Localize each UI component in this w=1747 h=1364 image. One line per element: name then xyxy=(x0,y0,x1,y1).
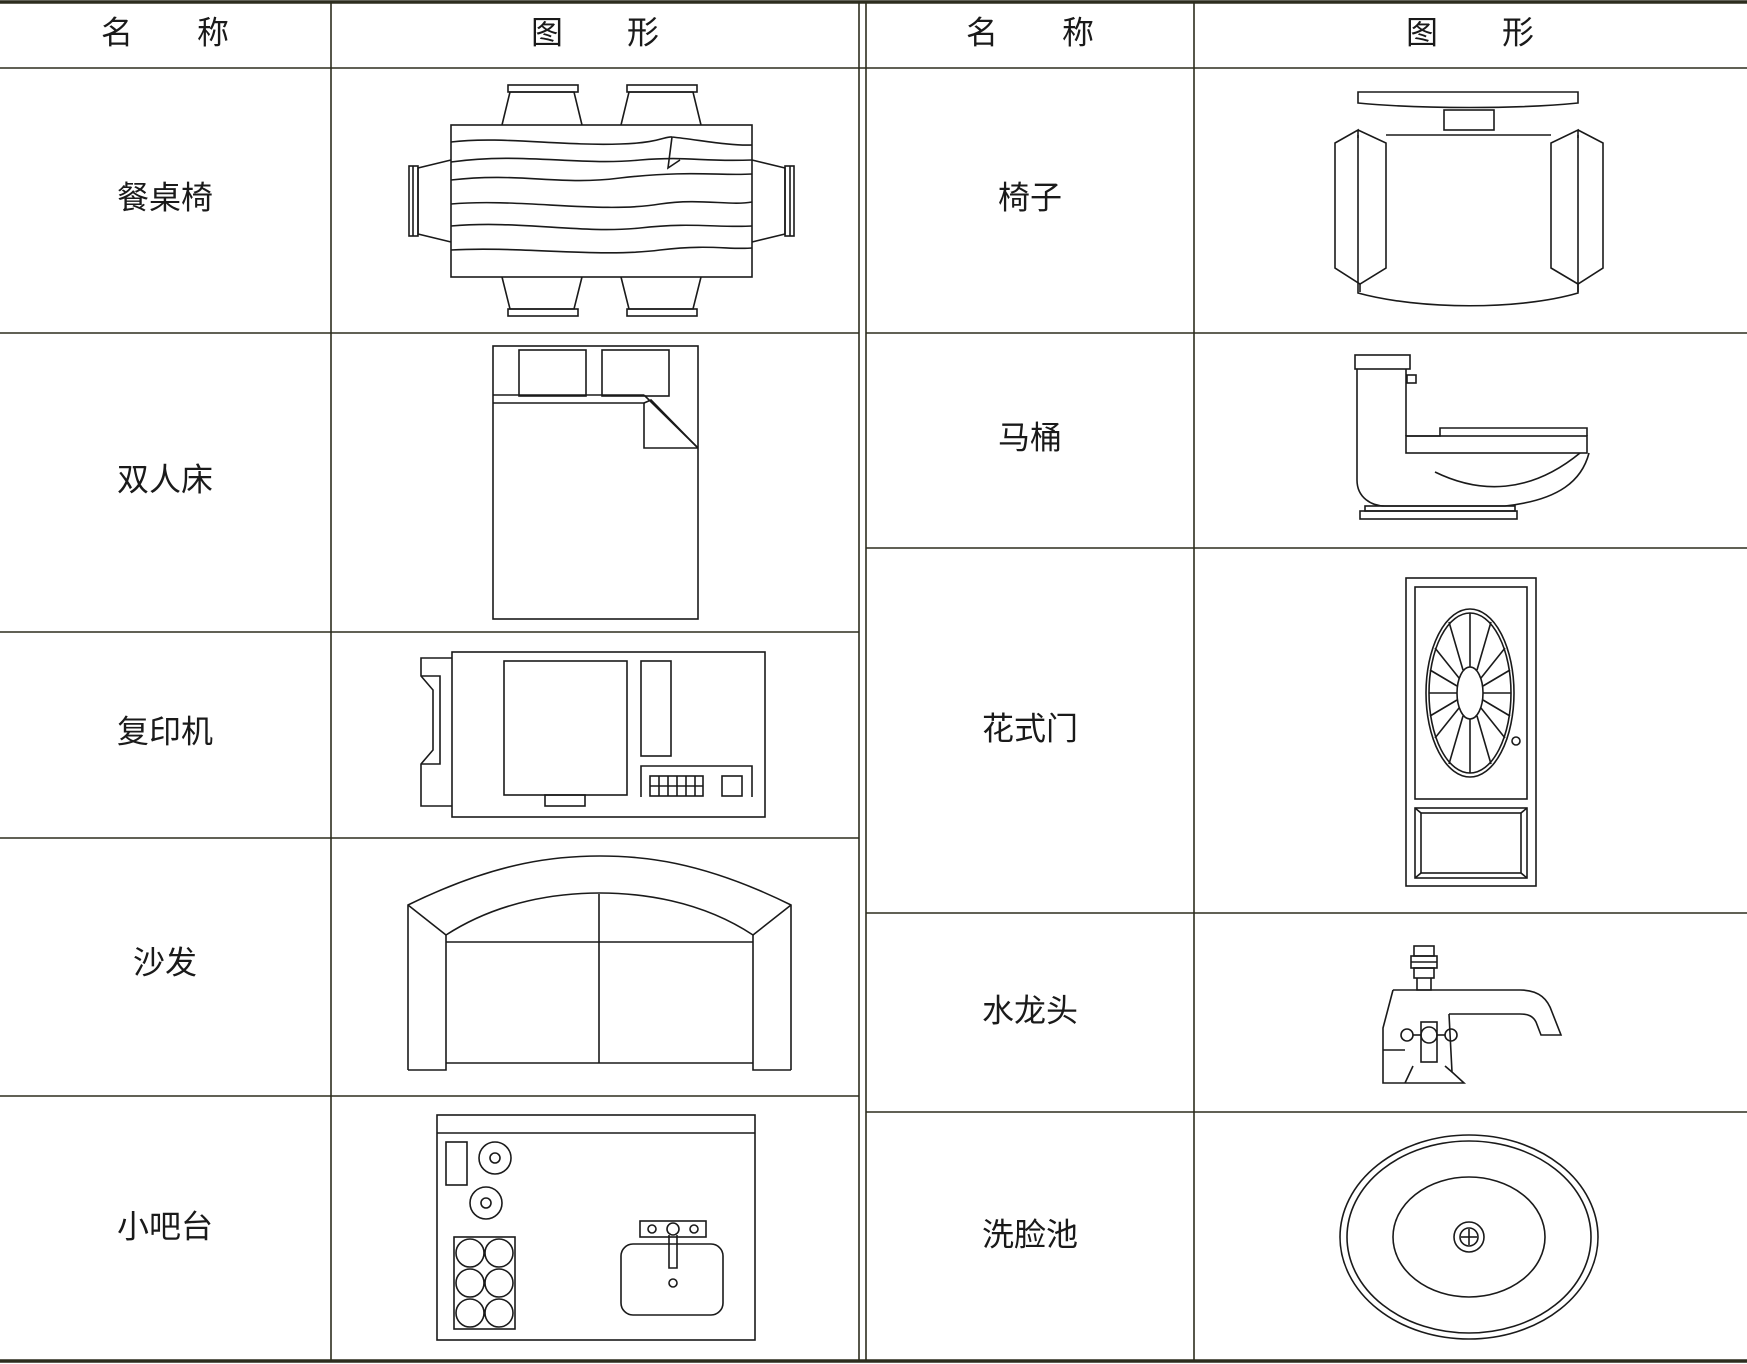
row-name: 沙发 xyxy=(133,944,197,982)
header-figure-right: 图 形 xyxy=(1406,14,1534,52)
faucet-icon xyxy=(1382,945,1563,1084)
row-name: 小吧台 xyxy=(117,1208,213,1246)
row-name: 洗脸池 xyxy=(982,1216,1078,1254)
header-figure-left: 图 形 xyxy=(531,14,659,52)
row-name: 马桶 xyxy=(998,419,1062,457)
dining-table-chairs-icon xyxy=(408,84,795,317)
row-name: 水龙头 xyxy=(982,992,1078,1030)
sofa-icon xyxy=(407,855,792,1071)
copier-icon xyxy=(420,651,766,818)
row-name: 双人床 xyxy=(117,461,213,499)
chair-icon xyxy=(1334,91,1604,307)
washbasin-icon xyxy=(1339,1134,1599,1340)
mini-bar-icon xyxy=(436,1114,756,1341)
row-name: 复印机 xyxy=(117,713,213,751)
header-name-right: 名 称 xyxy=(966,14,1094,52)
row-name: 椅子 xyxy=(998,179,1062,217)
decorative-door-icon xyxy=(1405,577,1537,887)
header-name-left: 名 称 xyxy=(101,14,229,52)
row-name: 餐桌椅 xyxy=(117,179,213,217)
row-name: 花式门 xyxy=(982,710,1078,748)
toilet-icon xyxy=(1354,354,1590,520)
double-bed-icon xyxy=(492,345,699,620)
